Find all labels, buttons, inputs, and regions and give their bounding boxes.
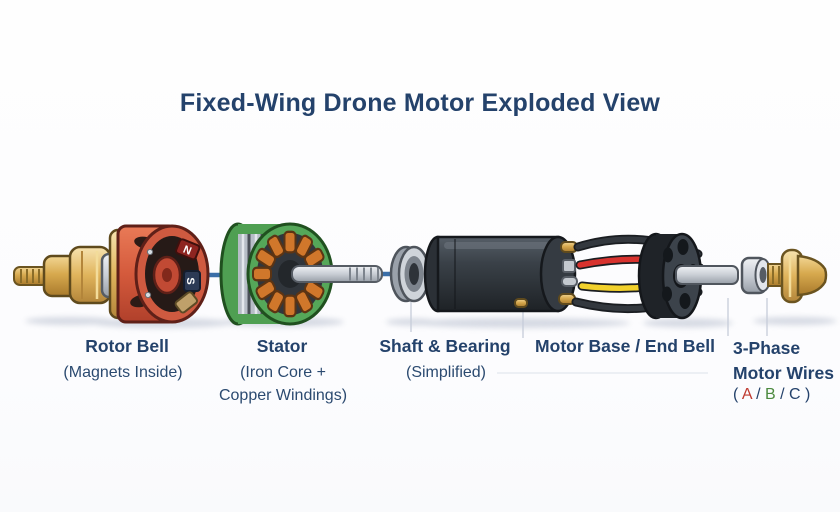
label-motor-wires-line2: Motor Wires (733, 362, 834, 383)
leader-lines (410, 298, 768, 338)
bell-housing: N S (108, 224, 210, 324)
prop-shaft-thread (13, 266, 49, 286)
stator-part (219, 222, 383, 326)
sublabel-stator: (Iron Core + Copper Windings) (219, 361, 347, 407)
phase-open-paren: ( (733, 386, 742, 403)
rotor-bell-part: N S (13, 224, 210, 324)
prop-adapter (42, 245, 112, 305)
prop-nut-part (767, 248, 828, 304)
shaft-collar (740, 256, 772, 295)
phase-separator-1: / (751, 386, 766, 403)
label-shaft-bearing: Shaft & Bearing (379, 336, 511, 356)
magnet-south-letter: S (184, 277, 196, 284)
phase-letters: ( A / B / C ) (733, 386, 810, 404)
label-motor-base: Motor Base / End Bell (535, 336, 715, 356)
rear-shaft (675, 265, 739, 285)
phase-separator-2: / (775, 386, 790, 403)
phase-close-paren: ) (800, 386, 811, 403)
label-rotor-bell: Rotor Bell (85, 336, 169, 356)
end-bell-part (637, 232, 703, 320)
label-motor-wires: 3-Phase Motor Wires (733, 336, 834, 385)
magnet-south: S (183, 270, 201, 292)
phase-a-letter: A (741, 386, 752, 403)
hub-screws (144, 248, 154, 299)
ground-shadows (25, 317, 837, 328)
sublabel-stator-line2: Copper Windings) (218, 387, 348, 404)
motor-base-part (423, 235, 578, 313)
label-motor-wires-line1: 3-Phase (733, 338, 801, 358)
motor-shaft (291, 265, 383, 283)
sublabel-rotor-bell: (Magnets Inside) (63, 364, 183, 381)
phase-c-letter: C (789, 386, 801, 403)
magnet-plain (174, 291, 198, 314)
label-stator: Stator (256, 336, 308, 356)
magnet-north-letter: N (181, 244, 193, 258)
diagram-title: Fixed-Wing Drone Motor Exploded View (179, 89, 661, 117)
phase-b-letter: B (765, 386, 776, 403)
magnet-north: N (175, 238, 201, 261)
sublabel-stator-line1: (Iron Core + (240, 364, 326, 381)
motor-base-face (539, 235, 577, 313)
sublabel-shaft-bearing: (Simplified) (405, 364, 487, 381)
bearing-part (389, 245, 431, 303)
